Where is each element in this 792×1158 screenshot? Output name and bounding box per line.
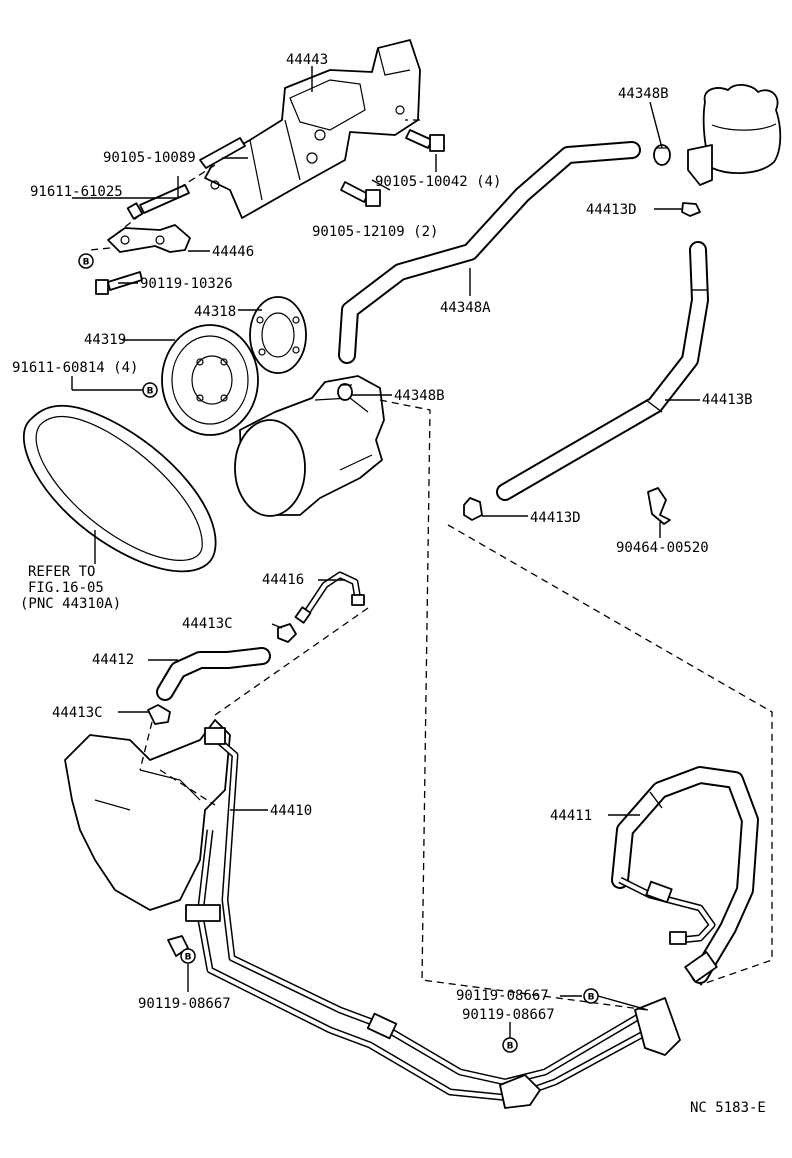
label-44348B-mid: 44348B bbox=[394, 388, 445, 404]
svg-text:B: B bbox=[83, 258, 90, 268]
label-90119-08667-a: 90119-08667 bbox=[138, 996, 231, 1012]
label-90464-00520: 90464-00520 bbox=[616, 540, 709, 556]
label-44413C-bot: 44413C bbox=[52, 705, 103, 721]
hose-44413B-drawing bbox=[496, 241, 709, 501]
pulley-44319-drawing bbox=[161, 324, 259, 436]
label-44412: 44412 bbox=[92, 652, 134, 668]
hose-44348A-drawing bbox=[338, 141, 641, 364]
svg-text:B: B bbox=[588, 993, 595, 1003]
refer-note-line3: (PNC 44310A) bbox=[20, 596, 121, 612]
badge-b-91611-60814: B bbox=[142, 382, 158, 398]
refer-note-line2: FIG.16-05 bbox=[28, 580, 104, 596]
label-44443: 44443 bbox=[286, 52, 328, 68]
drive-belt-drawing bbox=[22, 404, 217, 573]
label-44411: 44411 bbox=[550, 808, 592, 824]
clamp-44413C-bot-drawing bbox=[147, 704, 171, 725]
label-44413C-top: 44413C bbox=[182, 616, 233, 632]
svg-text:B: B bbox=[507, 1042, 514, 1052]
clamp-44413C-top-drawing bbox=[277, 623, 297, 643]
label-44410: 44410 bbox=[270, 803, 312, 819]
bolt-90105-12109-drawing bbox=[340, 181, 381, 207]
badge-b-90119-08667-c: B bbox=[502, 1037, 518, 1053]
hose-44411-drawing bbox=[611, 766, 759, 984]
badge-b-90119-08667-a: B bbox=[180, 948, 196, 964]
badge-b-91611-61025: B bbox=[78, 253, 94, 269]
clamp-44413D-mid-drawing bbox=[463, 497, 483, 521]
tube-44410-drawing bbox=[167, 727, 681, 1109]
bolt-91611-61025-drawing bbox=[126, 184, 190, 220]
label-90105-10042: 90105-10042 (4) bbox=[375, 174, 501, 190]
bolt-90119-10326-drawing bbox=[95, 271, 143, 295]
clamp-44446-drawing bbox=[107, 214, 191, 253]
label-44413D-mid: 44413D bbox=[530, 510, 581, 526]
label-90119-08667-c: 90119-08667 bbox=[462, 1007, 555, 1023]
label-90119-08667-b: 90119-08667 bbox=[456, 988, 549, 1004]
steering-gear-drawing bbox=[64, 719, 231, 911]
footer-code: NC 5183-E bbox=[690, 1100, 766, 1116]
label-91611-60814: 91611-60814 (4) bbox=[12, 360, 138, 376]
label-44348B-top: 44348B bbox=[618, 86, 669, 102]
leader-lines bbox=[71, 66, 700, 1038]
label-44319: 44319 bbox=[84, 332, 126, 348]
bolt-90105-10042-drawing bbox=[405, 119, 445, 152]
label-90119-10326: 90119-10326 bbox=[140, 276, 233, 292]
label-44413D-top: 44413D bbox=[586, 202, 637, 218]
tube-44416-drawing bbox=[294, 571, 365, 624]
label-44348A: 44348A bbox=[440, 300, 491, 316]
label-91611-61025: 91611-61025 bbox=[30, 184, 123, 200]
pulley-plate-44318-drawing bbox=[249, 296, 307, 374]
routing-dashed-lines bbox=[89, 247, 773, 1011]
clamp-44348B-mid-drawing bbox=[337, 383, 353, 401]
svg-text:B: B bbox=[185, 953, 192, 963]
pump-body-drawing bbox=[234, 375, 385, 517]
label-90105-10089: 90105-10089 bbox=[103, 150, 196, 166]
label-44446: 44446 bbox=[212, 244, 254, 260]
svg-text:B: B bbox=[147, 387, 154, 397]
clip-90464-00520-drawing bbox=[647, 487, 671, 525]
label-44413B: 44413B bbox=[702, 392, 753, 408]
reservoir-tank-drawing bbox=[687, 84, 782, 186]
label-44416: 44416 bbox=[262, 572, 304, 588]
badge-b-90119-08667-b: B bbox=[583, 988, 599, 1004]
refer-note-line1: REFER TO bbox=[28, 564, 95, 580]
hose-44412-drawing bbox=[156, 647, 271, 701]
label-90105-12109: 90105-12109 (2) bbox=[312, 224, 438, 240]
clamp-44413D-top-drawing bbox=[681, 202, 701, 217]
label-44318: 44318 bbox=[194, 304, 236, 320]
clamp-44348B-top-drawing bbox=[653, 144, 671, 166]
